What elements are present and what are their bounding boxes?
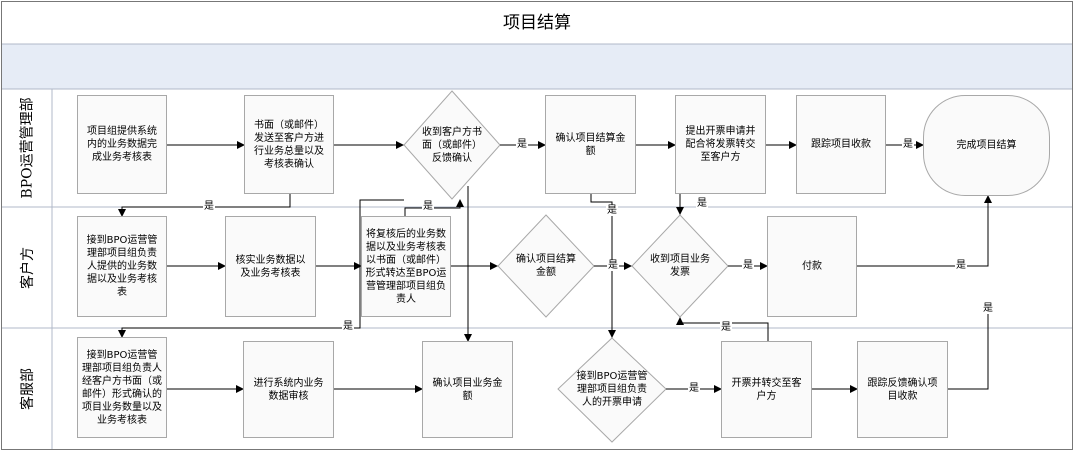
yes-label: 是	[203, 201, 215, 212]
step-c5: 开票并转交至客户方	[721, 341, 812, 438]
edge-b6-a7	[857, 195, 992, 267]
page-title: 项目结算	[503, 12, 571, 33]
decision-a3-label: 收到客户方书面（或邮件）反馈确认	[422, 126, 482, 164]
diamond-a3	[403, 90, 501, 200]
step-b2: 核实业务数据以及业务考核表	[225, 216, 316, 317]
diamond-c4	[557, 337, 667, 443]
decision-c4-label: 接到BPO运营管理部项目组负责人的开票申请	[576, 370, 648, 408]
step-c2: 进行系统内业务数据审核	[243, 341, 334, 438]
yes-label: 是	[902, 139, 914, 150]
edge-a3-c1	[118, 199, 404, 338]
step-a6: 跟踪项目收款	[796, 95, 886, 194]
step-a1: 项目组提供系统内的业务数据完成业务考核表	[77, 95, 167, 194]
yes-label: 是	[982, 303, 994, 314]
terminator-a7: 完成项目结算	[923, 95, 1050, 196]
step-c1: 接到BPO运营管理部项目组负责人经客户方书面（或邮件）形式确认的项目业务数量以及…	[77, 337, 167, 438]
lane-label-bpo: BPO运营管理部	[20, 97, 36, 199]
step-c3: 确认项目业务金额	[422, 341, 513, 438]
yes-label: 是	[422, 201, 434, 212]
decision-b5-label: 收到项目业务发票	[650, 254, 710, 278]
decision-b4-label: 确认项目结算金额	[516, 254, 576, 278]
step-a5: 提出开票申请并配合将发票转交至客户方	[675, 95, 766, 194]
yes-label: 是	[606, 205, 618, 216]
step-a4: 确认项目结算金额	[545, 95, 636, 194]
step-b3: 将复核后的业务数据以及业务考核表以书面（或邮件）形式转达至BPO运营管理部项目组…	[361, 216, 451, 317]
lane-label-customer: 客户方	[20, 246, 36, 289]
title-bar	[2, 2, 1072, 38]
yes-label: 是	[688, 383, 700, 394]
step-b1: 接到BPO运营管理部项目组负责人提供的业务数据以及业务考核表	[77, 216, 167, 317]
step-c6: 跟踪反馈确认项目收款	[857, 341, 948, 438]
yes-label: 是	[696, 198, 708, 209]
step-b6: 付款	[767, 216, 857, 317]
yes-label: 是	[516, 139, 528, 150]
yes-label: 是	[607, 260, 619, 271]
edge-c6-a7	[948, 306, 989, 390]
yes-label: 是	[955, 260, 967, 271]
yes-label: 是	[720, 322, 732, 333]
yes-label: 是	[742, 260, 754, 271]
lane-label-service: 客服部	[20, 367, 36, 410]
step-a2: 书面（或邮件）发送至客户方进行业务总量以及考核表确认	[244, 95, 334, 194]
diamond-b4	[497, 214, 595, 318]
yes-label: 是	[342, 321, 354, 332]
header-band	[2, 44, 1072, 89]
